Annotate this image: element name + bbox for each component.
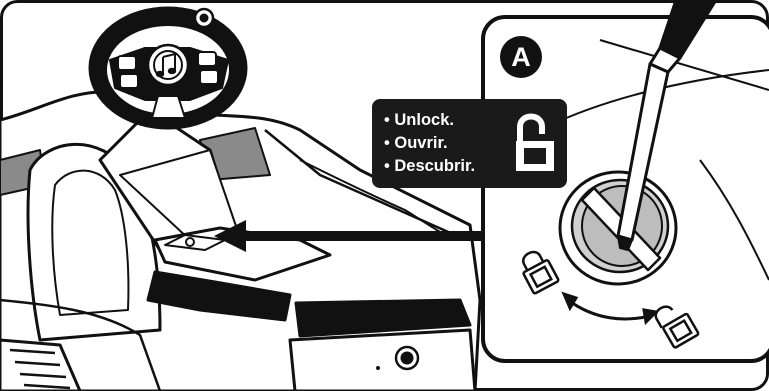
instruction-es: • Descubrir.: [384, 155, 475, 178]
instruction-label: • Unlock. • Ouvrir. • Descubrir.: [372, 99, 567, 188]
instruction-en: • Unlock.: [384, 109, 475, 132]
unlocked-padlock-icon: [512, 111, 558, 175]
instruction-lines: • Unlock. • Ouvrir. • Descubrir.: [384, 109, 475, 178]
instruction-fr: • Ouvrir.: [384, 132, 475, 155]
step-badge: A: [500, 36, 542, 78]
steering-wheel: [90, 8, 246, 128]
